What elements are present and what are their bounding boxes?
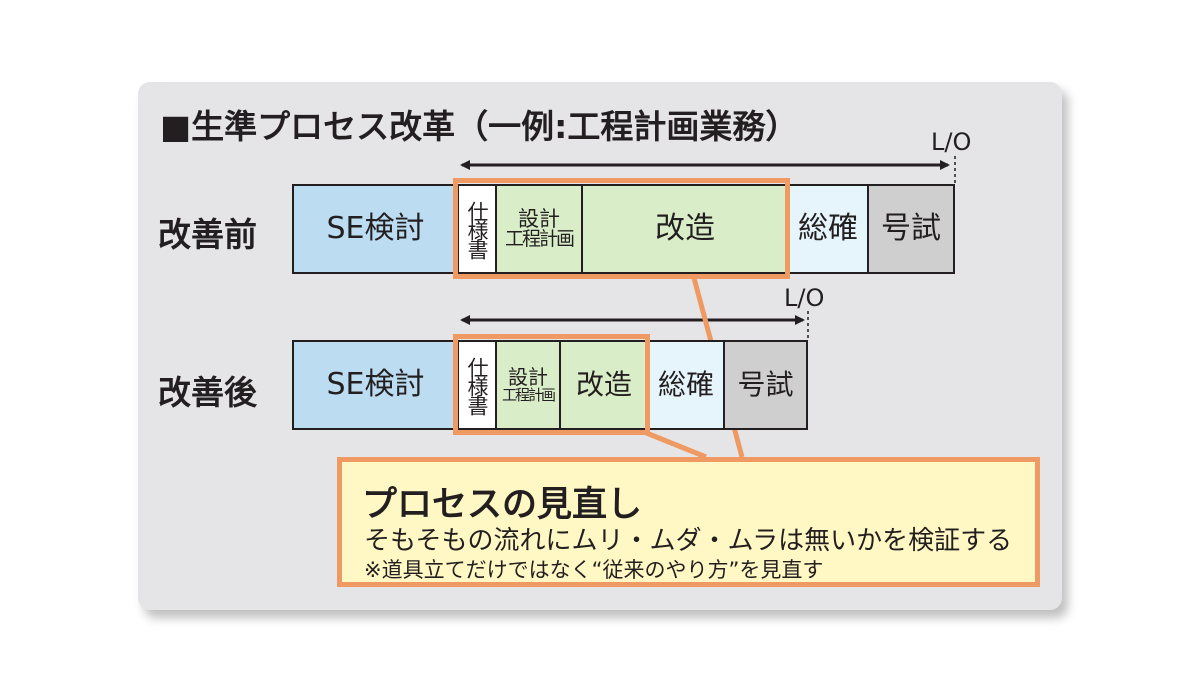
after-design-line2: 工程計画 xyxy=(501,385,556,404)
diagram-title: ■生準プロセス改革（一例:工程計画業務） xyxy=(160,107,799,146)
after-trial-segment: 号試 xyxy=(723,340,808,430)
before-se-segment: SE検討 xyxy=(292,184,457,274)
before-spec-label: 仕様書 xyxy=(465,200,490,258)
after-spec-label: 仕様書 xyxy=(465,356,490,414)
callout-heading: プロセスの見直し xyxy=(362,485,643,525)
callout-line-1: そもそもの流れにムリ・ムダ・ムラは無いかを検証する xyxy=(364,526,1013,556)
after-lo-label: L/O xyxy=(784,284,825,312)
before-lo-label: L/O xyxy=(931,128,972,156)
after-overall-segment: 総確 xyxy=(647,340,723,430)
after-design-segment: 設計 工程計画 xyxy=(495,340,559,430)
before-design-line2: 工程計画 xyxy=(504,228,575,251)
before-spec-segment: 仕様書 xyxy=(457,184,495,274)
after-highlight-frame xyxy=(453,334,650,435)
callout-box: プロセスの見直し そもそもの流れにムリ・ムダ・ムラは無いかを検証する ※道具立て… xyxy=(337,457,1040,587)
after-se-segment: SE検討 xyxy=(292,340,457,430)
callout-connector-after xyxy=(643,429,707,460)
after-design-line1: 設計 xyxy=(508,364,548,389)
before-highlight-frame xyxy=(453,178,790,279)
before-design-line1: 設計 xyxy=(518,207,560,231)
before-overall-segment: 総確 xyxy=(787,184,867,274)
after-modify-segment: 改造 xyxy=(559,340,647,430)
after-spec-segment: 仕様書 xyxy=(457,340,495,430)
callout-line-2: ※道具立てだけではなく“従来のやり方”を見直す xyxy=(364,558,824,582)
before-design-segment: 設計 工程計画 xyxy=(495,184,581,274)
before-trial-segment: 号試 xyxy=(867,184,955,274)
before-modify-segment: 改造 xyxy=(581,184,787,274)
before-row-label: 改善前 xyxy=(158,215,257,254)
after-row-label: 改善後 xyxy=(158,373,257,412)
